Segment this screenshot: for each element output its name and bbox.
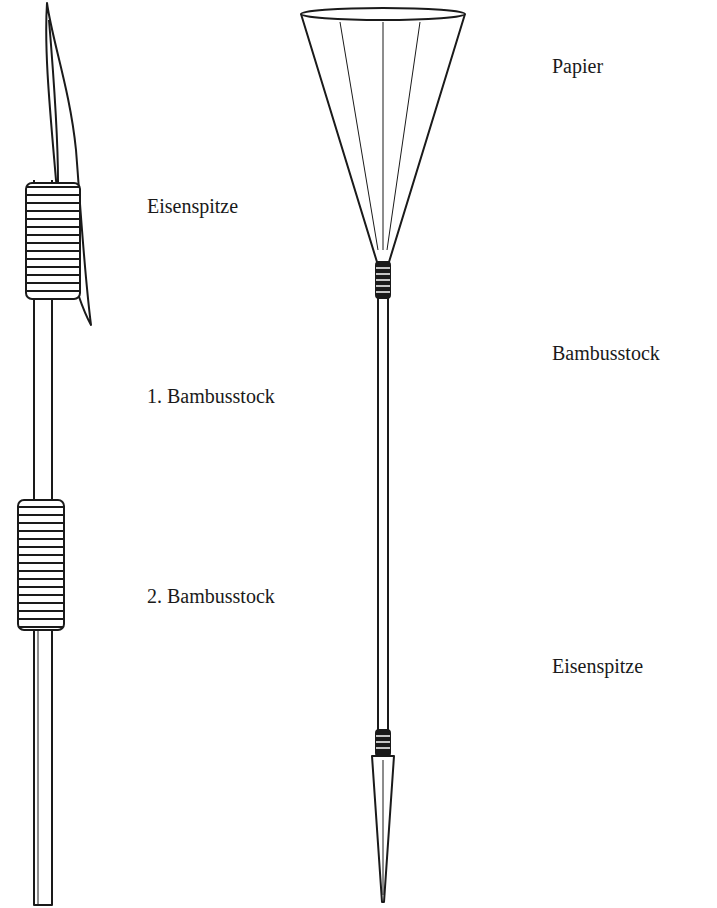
iron-tip: [372, 756, 394, 902]
blade-edge: [49, 20, 58, 182]
lashing-wraps: [26, 183, 80, 299]
lashing: [376, 730, 390, 756]
bamboo-line: [38, 630, 39, 905]
part-label: Eisenspitze: [552, 654, 643, 678]
lashing-wraps: [18, 500, 64, 630]
tip-ridge: [383, 760, 384, 895]
lashing: [376, 262, 390, 298]
part-label: Bambusstock: [552, 341, 660, 365]
part-label: 2. Bambusstock: [147, 584, 275, 608]
lashing: [26, 183, 80, 299]
shaft-end: [34, 904, 52, 906]
paper-folds: [340, 22, 420, 250]
cone-rim: [301, 8, 465, 20]
paper-cone: [301, 14, 465, 262]
part-label: Papier: [552, 54, 603, 78]
part-label: Eisenspitze: [147, 194, 238, 218]
bamboo-shaft: [378, 298, 388, 730]
part-label: 1. Bambusstock: [147, 384, 275, 408]
lashing: [18, 500, 64, 630]
